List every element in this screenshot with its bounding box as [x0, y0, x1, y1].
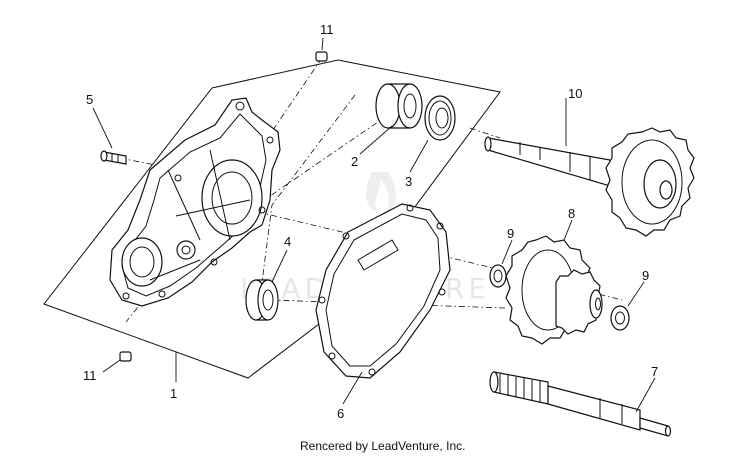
- callout-5: 5: [86, 92, 93, 107]
- callout-8: 8: [568, 206, 575, 221]
- part-4-bearing: [245, 279, 279, 321]
- callout-11-top: 11: [320, 22, 334, 37]
- part-11-dowel-pin-bottom: [119, 351, 132, 362]
- callout-labels: 1 2 3 4 5 6 7 8 9 9 10 11 11: [83, 22, 658, 421]
- callout-1: 1: [170, 386, 177, 401]
- part-3-oil-seal: [424, 95, 456, 141]
- part-11-dowel-pin-top: [315, 51, 328, 62]
- part-5-screw: [100, 150, 127, 165]
- part-9-washer-right: [610, 305, 630, 331]
- part-8-intermediate-gear: [505, 235, 603, 345]
- part-9-washer-left: [489, 264, 507, 288]
- callout-6: 6: [337, 406, 344, 421]
- part-1-gearbox-cover: [109, 97, 281, 307]
- leader-lines: [92, 37, 656, 413]
- callout-9-right: 9: [642, 268, 649, 283]
- part-7-splined-shaft: [489, 371, 672, 437]
- part-2-bearing: [375, 83, 423, 129]
- callout-7: 7: [651, 364, 658, 379]
- callout-10: 10: [568, 86, 582, 101]
- cover-bore-large: [201, 159, 263, 237]
- part-10-gear-shaft: [484, 127, 695, 237]
- callout-4: 4: [284, 234, 291, 249]
- footer-credit: Rencered by LeadVenture, Inc.: [300, 439, 465, 453]
- part-6-gasket: [315, 203, 451, 379]
- callout-3: 3: [405, 174, 412, 189]
- callout-9-left: 9: [507, 226, 514, 241]
- callout-11-bottom: 11: [83, 368, 97, 383]
- watermark-flame-icon: [365, 172, 396, 214]
- callout-2: 2: [351, 154, 358, 169]
- cover-bore-small: [121, 237, 163, 287]
